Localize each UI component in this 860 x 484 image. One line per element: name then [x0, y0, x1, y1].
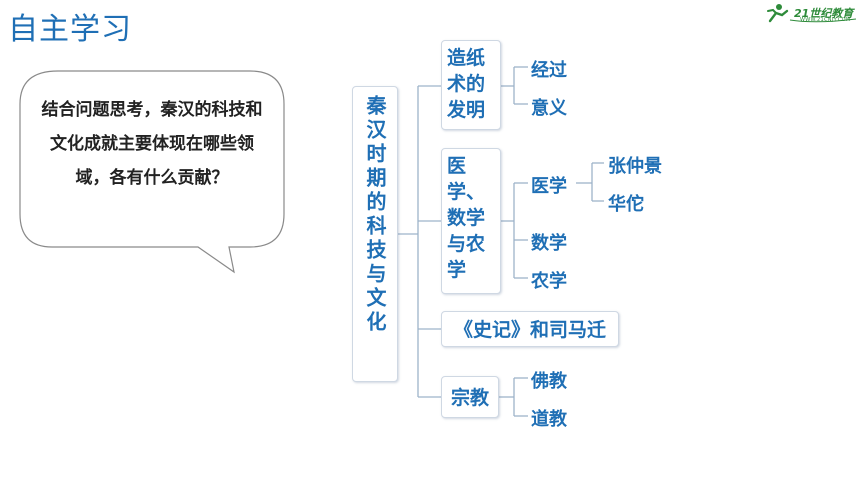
leaf-zhang-zhongjing: 张仲景 [608, 156, 662, 177]
leaf-agriculture: 农学 [531, 271, 567, 292]
leaf-medicine: 医学 [531, 176, 567, 197]
branch-religion: 宗教 [441, 376, 499, 418]
leaf-significance: 意义 [531, 98, 567, 119]
branch-science: 医学、数学与农学 [441, 148, 501, 294]
question-text: 结合问题思考，秦汉的科技和文化成就主要体现在哪些领域，各有什么贡献？ [41, 100, 263, 188]
logo-runner-icon [767, 4, 857, 23]
mindmap-root: 秦汉时期的科技与文化 [352, 86, 398, 382]
logo-text: 21世纪教育 [794, 7, 854, 20]
leaf-mathematics: 数学 [531, 233, 567, 254]
leaf-taoism: 道教 [531, 409, 567, 430]
branch-label: 《史记》和司马迁 [453, 319, 606, 341]
branch-label: 医学、数学与农学 [447, 155, 486, 281]
branch-shiji: 《史记》和司马迁 [441, 311, 619, 347]
leaf-hua-tuo: 华佗 [608, 194, 644, 215]
branch-papermaking: 造纸术的发明 [441, 40, 501, 130]
root-label: 秦汉时期的科技与文化 [363, 95, 387, 335]
branch-label: 宗教 [450, 387, 489, 409]
leaf-buddhism: 佛教 [531, 371, 567, 392]
page-title: 自主学习 [8, 12, 132, 47]
logo-subtext: WWW.21CNJY.COM [800, 17, 851, 23]
branch-label: 造纸术的发明 [447, 47, 486, 121]
leaf-process: 经过 [531, 60, 567, 81]
